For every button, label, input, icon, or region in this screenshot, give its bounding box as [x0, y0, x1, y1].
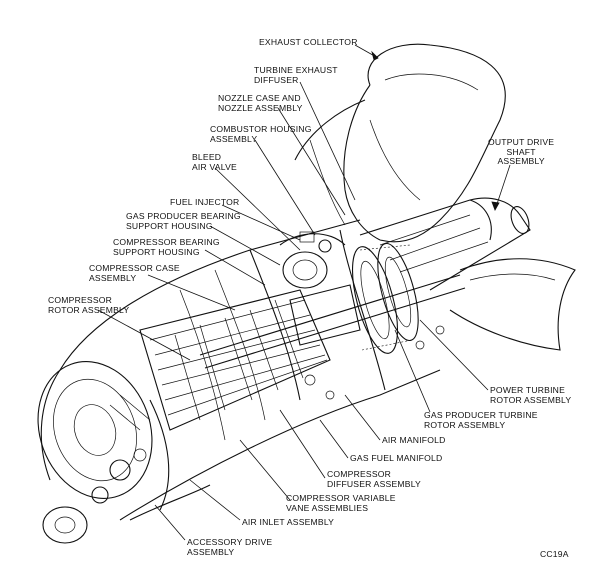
- label-compressor-case: COMPRESSOR CASE ASSEMBLY: [89, 263, 180, 283]
- label-air-inlet: AIR INLET ASSEMBLY: [242, 517, 335, 527]
- label-exhaust-collector: EXHAUST COLLECTOR: [259, 37, 358, 47]
- combustor-assembly: [279, 231, 361, 346]
- label-turbine-exhaust-diffuser: TURBINE EXHAUST DIFFUSER: [254, 65, 338, 85]
- label-compressor-variable-vane: COMPRESSOR VARIABLE VANE ASSEMBLIES: [286, 493, 396, 513]
- flange-details: [304, 325, 445, 400]
- label-compressor-bearing: COMPRESSOR BEARING SUPPORT HOUSING: [113, 237, 220, 257]
- exhaust-outlet-shape: [449, 258, 576, 351]
- label-compressor-diffuser: COMPRESSOR DIFFUSER ASSEMBLY: [327, 469, 421, 489]
- label-accessory-drive: ACCESSORY DRIVE ASSEMBLY: [187, 537, 273, 557]
- label-gas-producer-bearing: GAS PRODUCER BEARING SUPPORT HOUSING: [126, 211, 241, 231]
- label-air-manifold: AIR MANIFOLD: [382, 435, 446, 445]
- label-bleed-air-valve: BLEED AIR VALVE: [192, 152, 237, 172]
- output-shaft-housing: [359, 197, 531, 291]
- turbine-rotors: [351, 242, 419, 354]
- leader-lines: [97, 44, 511, 541]
- label-compressor-rotor: COMPRESSOR ROTOR ASSEMBLY: [48, 295, 130, 315]
- label-fuel-injector: FUEL INJECTOR: [170, 197, 240, 207]
- label-gas-fuel-manifold: GAS FUEL MANIFOLD: [350, 453, 443, 463]
- label-combustor-housing: COMBUSTOR HOUSING ASSEMBLY: [210, 124, 312, 144]
- engine-body: [59, 219, 466, 521]
- label-nozzle-case: NOZZLE CASE AND NOZZLE ASSEMBLY: [218, 93, 303, 113]
- label-gas-producer-turbine: GAS PRODUCER TURBINE ROTOR ASSEMBLY: [424, 410, 538, 430]
- label-power-turbine-rotor: POWER TURBINE ROTOR ASSEMBLY: [490, 385, 572, 405]
- inlet-and-accessory-drive: [37, 361, 211, 544]
- label-output-drive-shaft: OUTPUT DRIVE SHAFT ASSEMBLY: [488, 137, 555, 166]
- label-figure-code: CC19A: [540, 549, 569, 559]
